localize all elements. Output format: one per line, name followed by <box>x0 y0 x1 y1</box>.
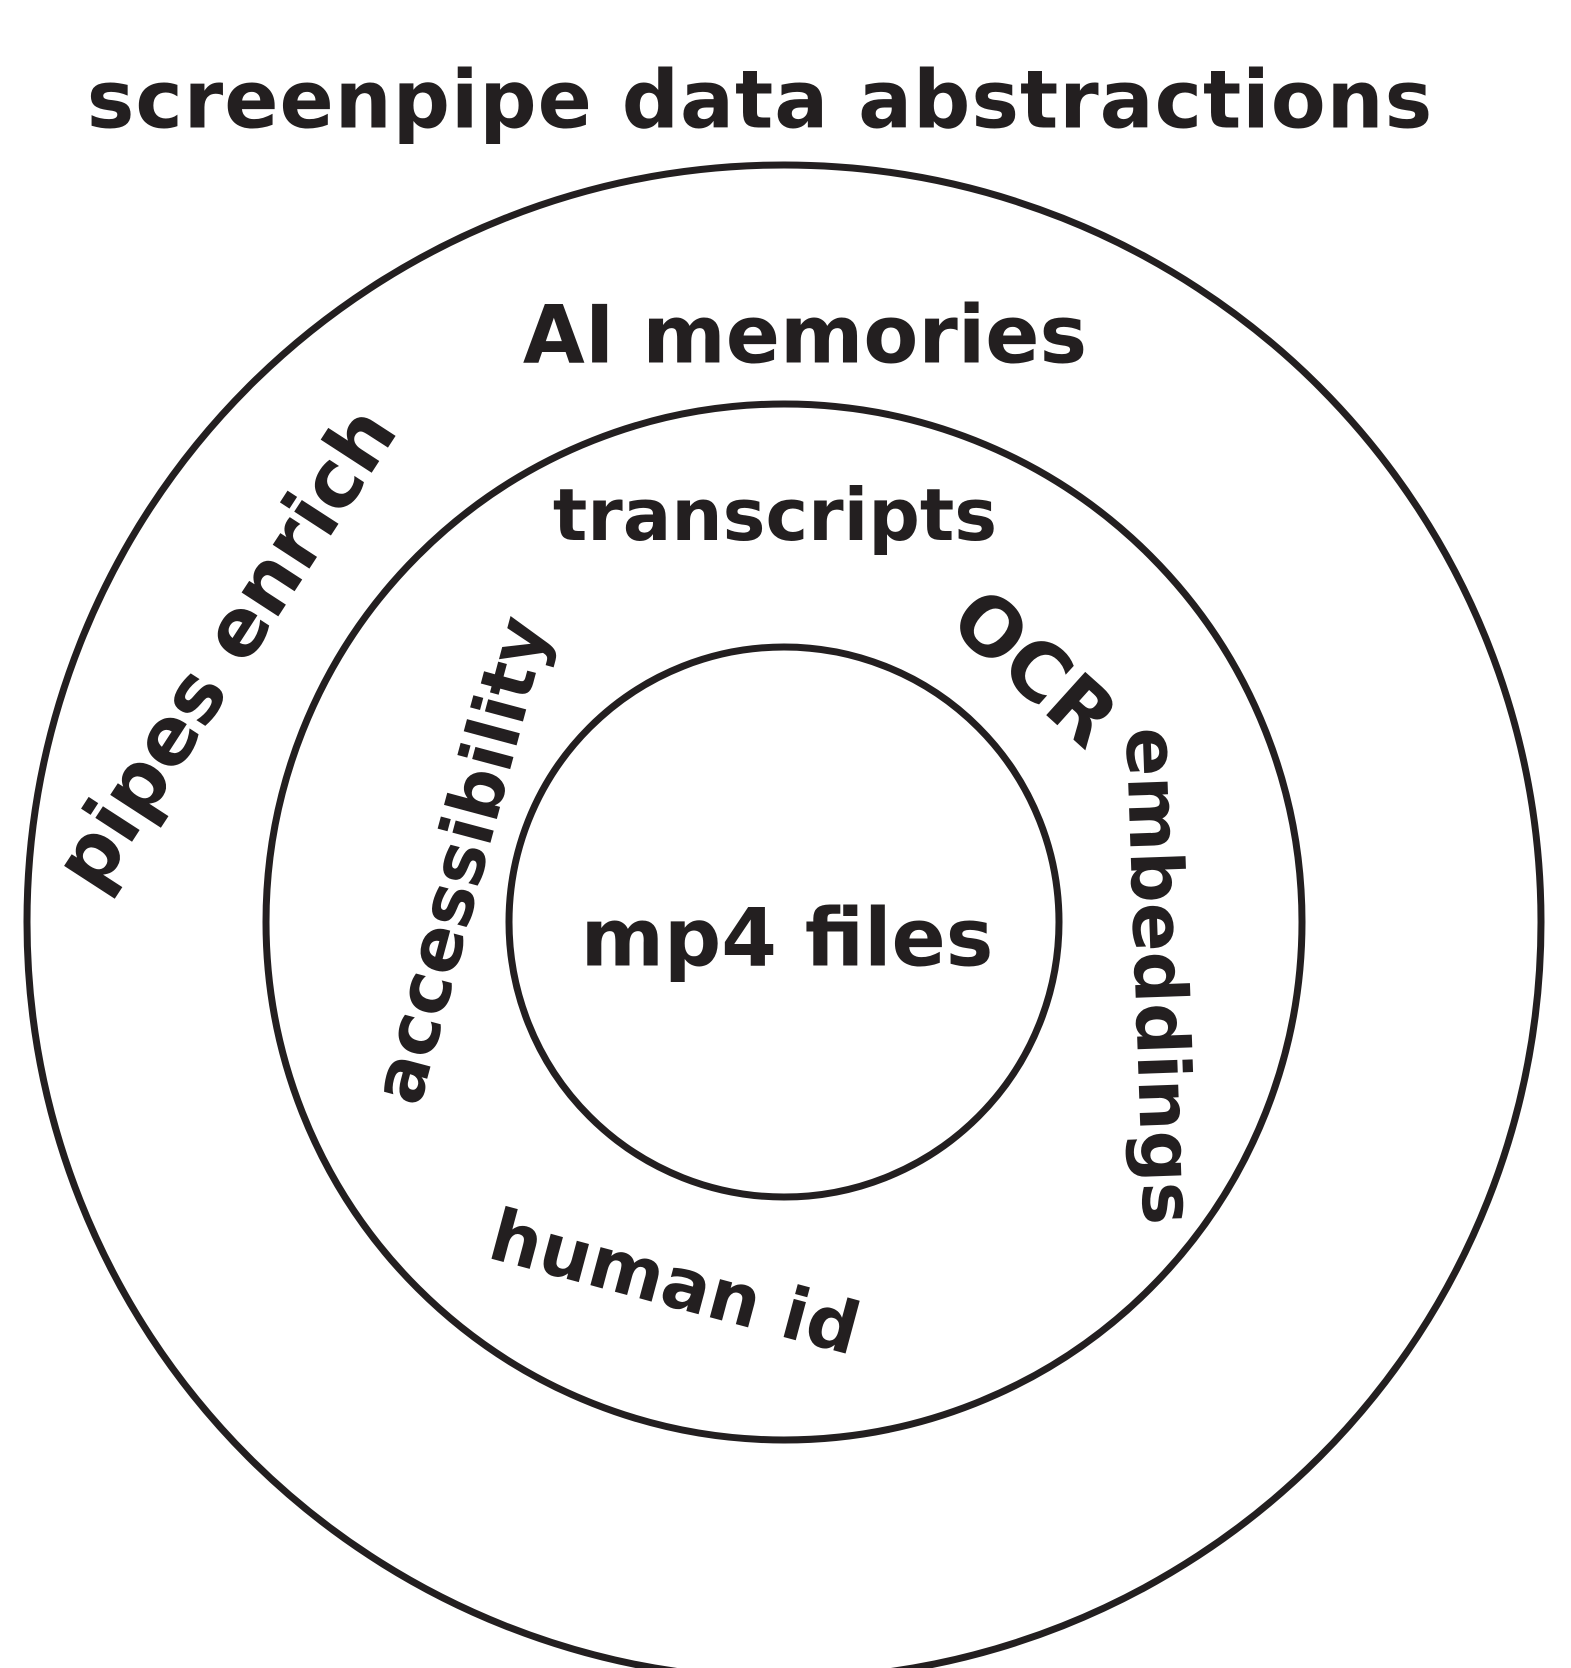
outer-ring <box>23 161 1545 1668</box>
middle-ring-upper-right-label: OCR <box>934 570 1136 765</box>
middle-ring <box>262 400 1306 1444</box>
inner-circle-label: mp4 files <box>581 892 994 985</box>
middle-ring-bottom-label: human id <box>481 1192 869 1371</box>
middle-ring-right-label: embeddings <box>1109 726 1210 1226</box>
outer-ring-top-label: AI memories <box>523 289 1087 382</box>
outer-ring-side-label: pipes enrich <box>35 390 415 905</box>
diagram-title: screenpipe data abstractions <box>87 54 1434 147</box>
inner-ring <box>505 643 1063 1201</box>
middle-ring-top-label: transcripts <box>553 473 997 557</box>
